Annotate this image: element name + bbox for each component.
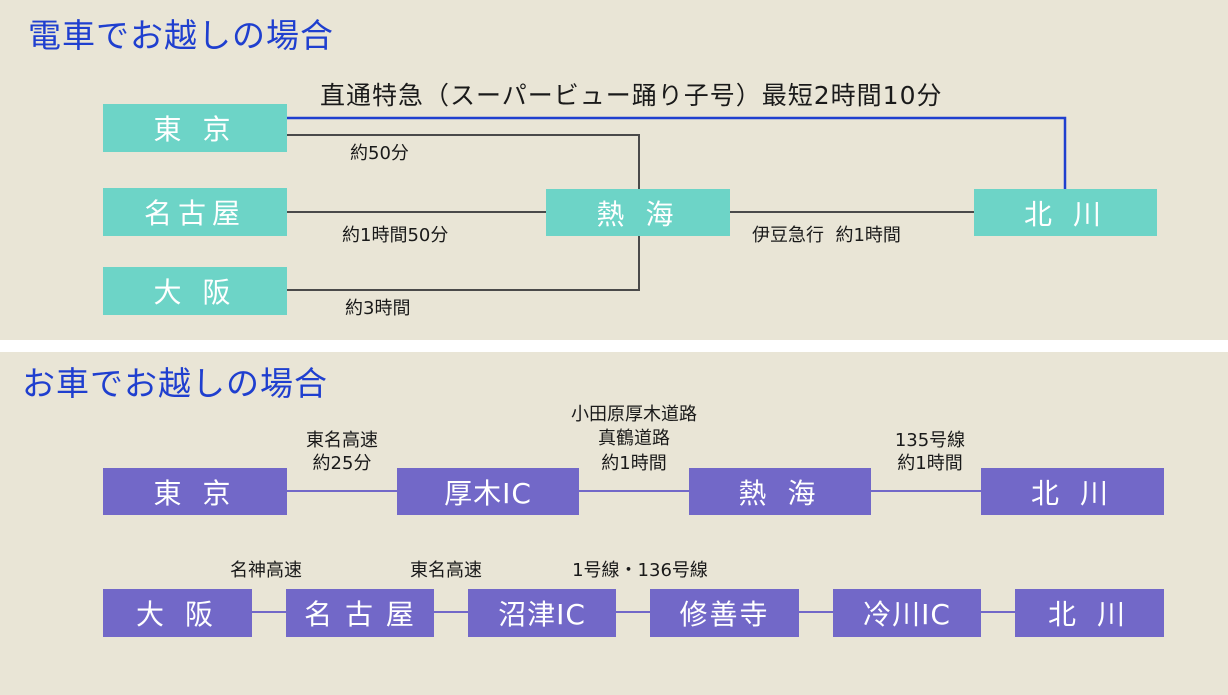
route2-stop-nagoya: 名 古 屋 xyxy=(286,589,434,637)
route2-seg1-road: 名神高速 xyxy=(230,560,302,581)
route1-seg1-time: 約25分 xyxy=(312,453,372,474)
osaka-atami-time: 約3時間 xyxy=(345,298,411,319)
nagoya-atami-time: 約1時間50分 xyxy=(342,225,449,246)
route1-seg2-road1: 小田原厚木道路 xyxy=(571,404,697,425)
route2-stop-shuzenji: 修善寺 xyxy=(650,589,799,637)
tokyo-atami-time: 約50分 xyxy=(350,143,409,164)
train-section-title: 電車でお越しの場合 xyxy=(28,16,334,55)
route2-stop-numazu-ic: 沼津IC xyxy=(468,589,616,637)
route1-stop-atami: 熱 海 xyxy=(689,468,871,515)
car-section-title: お車でお越しの場合 xyxy=(22,364,328,403)
route2-stop-osaka: 大 阪 xyxy=(103,589,252,637)
car-section: お車でお越しの場合 東 京 厚木IC 熱 海 北 川 東名高速 約25分 小田原… xyxy=(0,352,1228,695)
route1-stop-tokyo: 東 京 xyxy=(103,468,287,515)
station-osaka: 大 阪 xyxy=(103,267,287,315)
route2-stop-hokkawa: 北 川 xyxy=(1015,589,1164,637)
route1-seg3-road: 135号線 xyxy=(894,430,966,451)
atami-hokkawa-time: 伊豆急行 約1時間 xyxy=(752,225,901,246)
route2-seg3-road: 1号線・136号線 xyxy=(572,560,708,581)
route1-seg1-road: 東名高速 xyxy=(306,430,378,451)
route1-seg3-time: 約1時間 xyxy=(897,453,963,474)
station-nagoya: 名古屋 xyxy=(103,188,287,236)
route2-stop-hiekawa-ic: 冷川IC xyxy=(833,589,981,637)
train-route-lines xyxy=(287,116,1067,291)
route2-seg2-road: 東名高速 xyxy=(410,560,482,581)
route1-stop-hokkawa: 北 川 xyxy=(981,468,1164,515)
route1-seg2-road2: 真鶴道路 xyxy=(598,428,670,449)
station-tokyo: 東 京 xyxy=(103,104,287,152)
route1-stop-atsugi-ic: 厚木IC xyxy=(397,468,579,515)
express-line xyxy=(287,116,1067,189)
station-hokkawa: 北 川 xyxy=(974,189,1157,236)
osaka-atami-line xyxy=(287,236,640,291)
tokyo-atami-line xyxy=(287,134,640,189)
express-label: 直通特急（スーパービュー踊り子号）最短2時間10分 xyxy=(320,81,943,110)
car-route-lines xyxy=(252,490,1015,613)
station-atami: 熱 海 xyxy=(546,189,730,236)
train-section: 電車でお越しの場合 東 京 名古屋 大 阪 熱 海 北 川 直通特急（スーパービ… xyxy=(0,0,1228,340)
route1-seg2-time: 約1時間 xyxy=(601,453,667,474)
